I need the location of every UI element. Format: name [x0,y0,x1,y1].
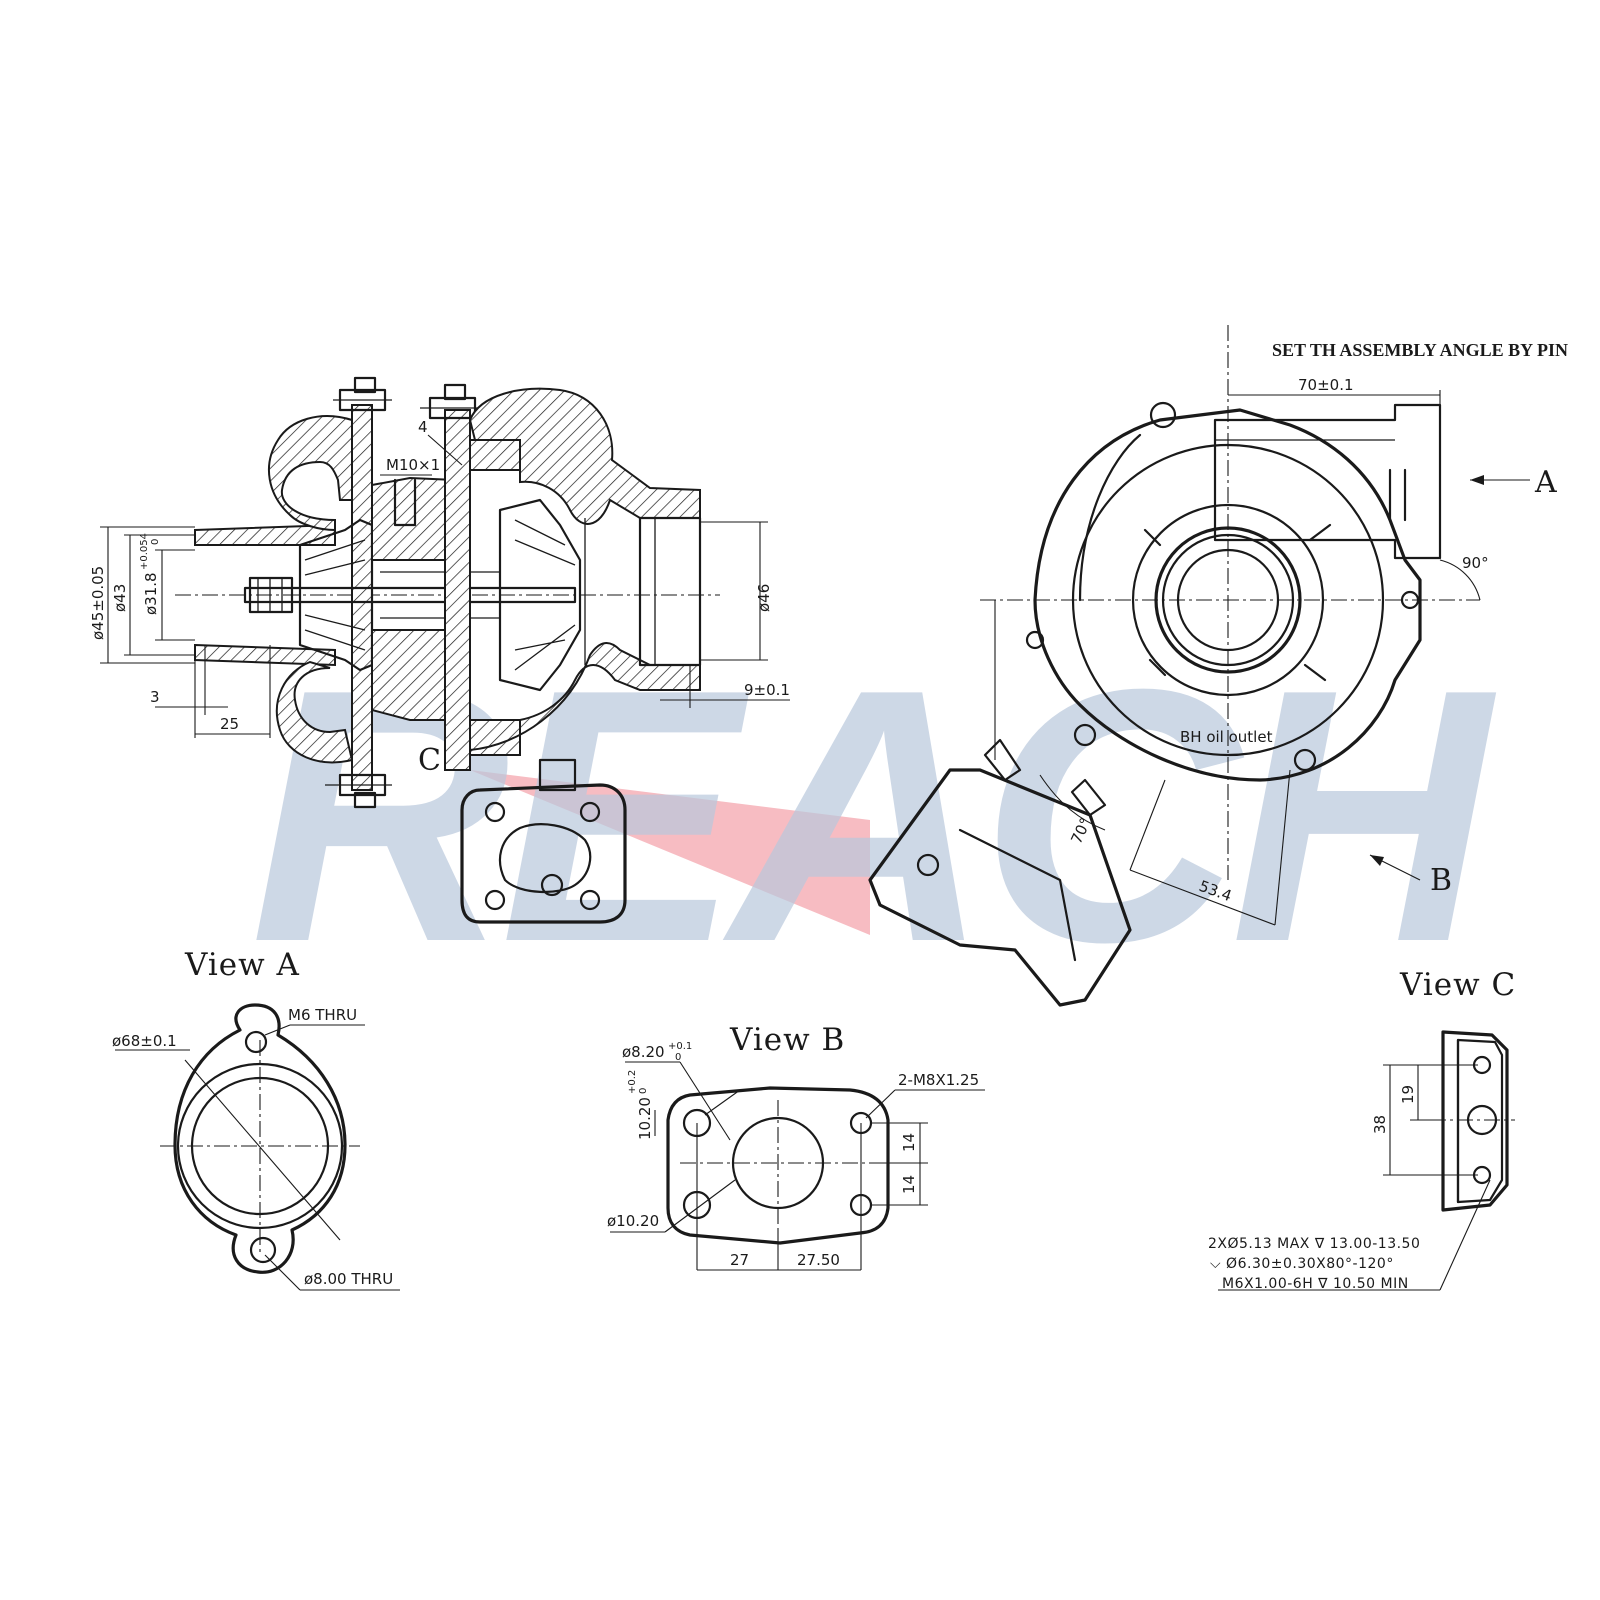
dim-19: 19 [1399,1085,1417,1104]
dim-d43: ø43 [111,584,129,612]
dim-d1020: ø10.20 [607,1212,659,1230]
watermark-accent-wedge [470,770,870,935]
dim-d68: ø68±0.1 [112,1032,177,1050]
label-section-c: C [418,743,441,778]
dim-len1020-tol: +0.2 [627,1070,638,1094]
dim-len1020-tol2: 0 [638,1088,649,1094]
label-d8: ø8.00 THRU [304,1270,393,1288]
dim-38: 38 [1371,1115,1389,1134]
view-c-title: View C [1399,967,1516,1003]
label-oil-outlet: BH oil outlet [1180,728,1273,746]
side-view-note: SET TH ASSEMBLY ANGLE BY PIN [1272,340,1568,360]
dim-14a: 14 [900,1133,918,1152]
dim-d820-tol2: 0 [675,1052,681,1063]
dim-d820-tol: +0.1 [668,1041,692,1052]
note-c-3: M6X1.00-6H ∇ 10.50 MIN [1222,1276,1409,1292]
watermark: REACH [250,615,1510,1017]
label-m6: M6 THRU [288,1006,357,1024]
dim-d46: ø46 [755,584,773,612]
view-a: View A ø68±0.1 M6 THRU ø8.00 THRU [112,947,400,1291]
dim-27: 27 [730,1251,749,1269]
view-b: View B 27 27.50 14 14 2-M8X1.25 ø8.20 +0… [607,1022,985,1271]
label-a: A [1534,465,1557,500]
view-c: View C 19 38 2XØ5.13 MAX ∇ 13.00-13.50 ⌵… [1208,967,1516,1292]
view-b-title: View B [729,1022,845,1058]
label-b: B [1430,863,1452,898]
note-c-2: ⌵ Ø6.30±0.30X80°-120° [1210,1256,1394,1272]
note-c-1: 2XØ5.13 MAX ∇ 13.00-13.50 [1208,1236,1420,1252]
dim-len25: 25 [220,715,239,733]
label-thread: M10×1 [386,456,440,474]
dim-len9: 9±0.1 [744,681,790,699]
dim-d45: ø45±0.05 [89,566,107,640]
angle-90: 90° [1462,554,1489,572]
main-section-view: ø45±0.05 ø43 ø31.8 +0.054 0 ø46 3 25 9±0… [89,376,790,924]
label-part-number: 4 [418,418,428,436]
dim-27-50: 27.50 [797,1251,840,1269]
dim-d820: ø8.20 [622,1043,665,1061]
dim-70: 70±0.1 [1298,376,1354,394]
dim-len1020: 10.20 [636,1097,654,1140]
dim-d31-tol2: 0 [150,539,161,545]
dim-d31-tol: +0.054 [139,533,150,570]
dim-14b: 14 [900,1175,918,1194]
label-thread-b: 2-M8X1.25 [898,1071,979,1089]
view-a-title: View A [184,947,300,983]
dim-len3: 3 [150,688,160,706]
dim-d31: ø31.8 [142,572,160,615]
